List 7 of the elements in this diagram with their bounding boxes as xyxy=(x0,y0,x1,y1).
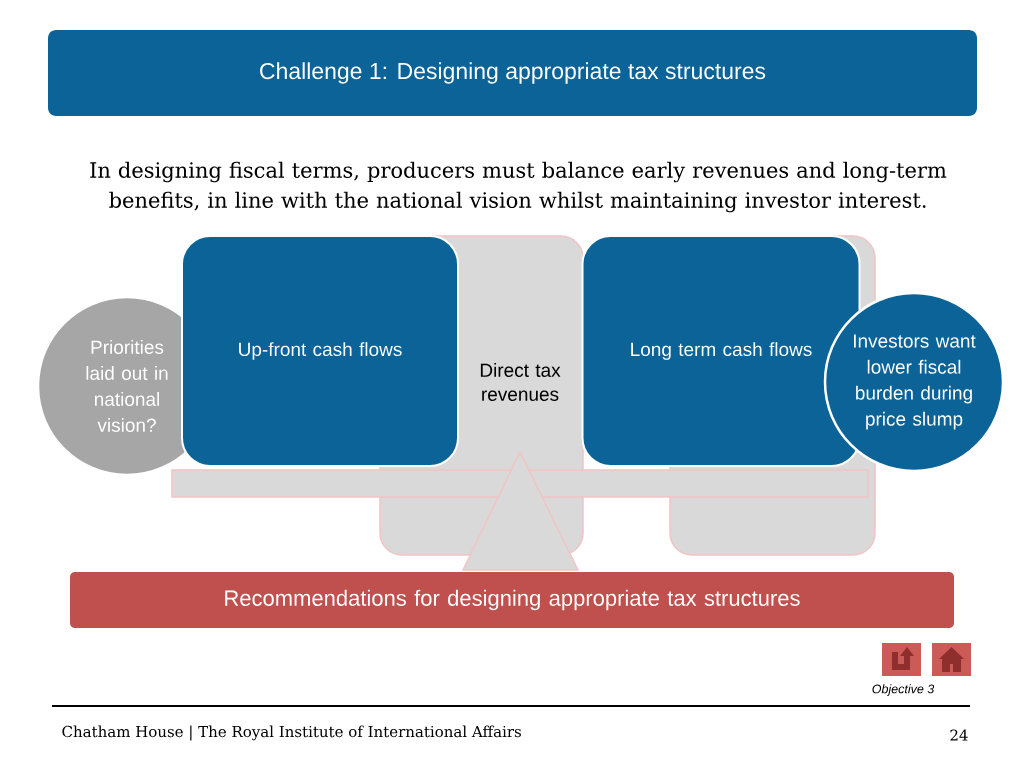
recommendations-banner: Recommendations for designing appropriate tax structures xyxy=(70,572,954,628)
title-banner: Challenge 1: Designing appropriate tax structures xyxy=(48,30,977,116)
intro-text: In designing fiscal terms, producers must balance early revenues and long-term benefits, in line with the national vision whilst maintaining investor interest. xyxy=(90,161,947,213)
footer-text: Chatham House | The Royal Institute of International Affairs xyxy=(62,725,521,741)
cash-flow-box: Up-front cash flows xyxy=(181,235,459,467)
objective-text: Objective 3 xyxy=(872,684,935,696)
page-number: 24 xyxy=(950,729,968,741)
